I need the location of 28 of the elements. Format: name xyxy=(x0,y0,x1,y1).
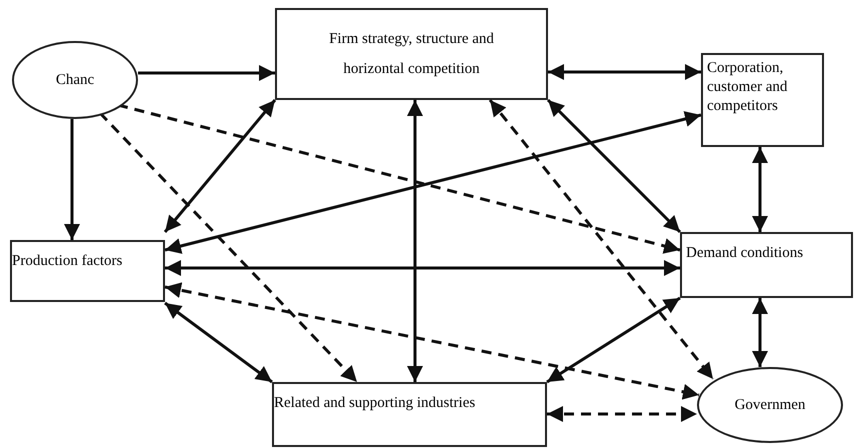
arrow xyxy=(164,111,702,254)
arrow xyxy=(118,104,680,254)
node-label: Firm strategy, structure and horizontal competition xyxy=(328,30,495,79)
box-node xyxy=(680,232,853,298)
node-label: Related and supporting industries xyxy=(274,394,476,413)
arrow xyxy=(752,147,768,232)
box-node xyxy=(10,240,165,302)
arrow xyxy=(165,260,680,276)
node-label: Production factors xyxy=(12,252,122,271)
node-label: Corporation, customer and competitors xyxy=(707,59,788,116)
box-node xyxy=(275,8,548,100)
node-label: Chanc xyxy=(56,70,94,90)
arrow xyxy=(546,98,682,234)
arrow xyxy=(752,298,768,367)
arrow xyxy=(546,296,681,384)
arrow xyxy=(164,99,276,233)
arrow xyxy=(548,64,701,80)
arrow xyxy=(164,282,700,400)
arrow xyxy=(547,406,697,422)
node-label: Demand conditions xyxy=(686,244,804,263)
arrow xyxy=(64,119,80,240)
arrow xyxy=(488,99,714,380)
arrow xyxy=(138,65,275,81)
arrow xyxy=(407,100,423,382)
box-node xyxy=(701,53,824,147)
arrow xyxy=(164,302,273,384)
box-node xyxy=(272,382,547,447)
node-label: Governmen xyxy=(734,396,806,415)
